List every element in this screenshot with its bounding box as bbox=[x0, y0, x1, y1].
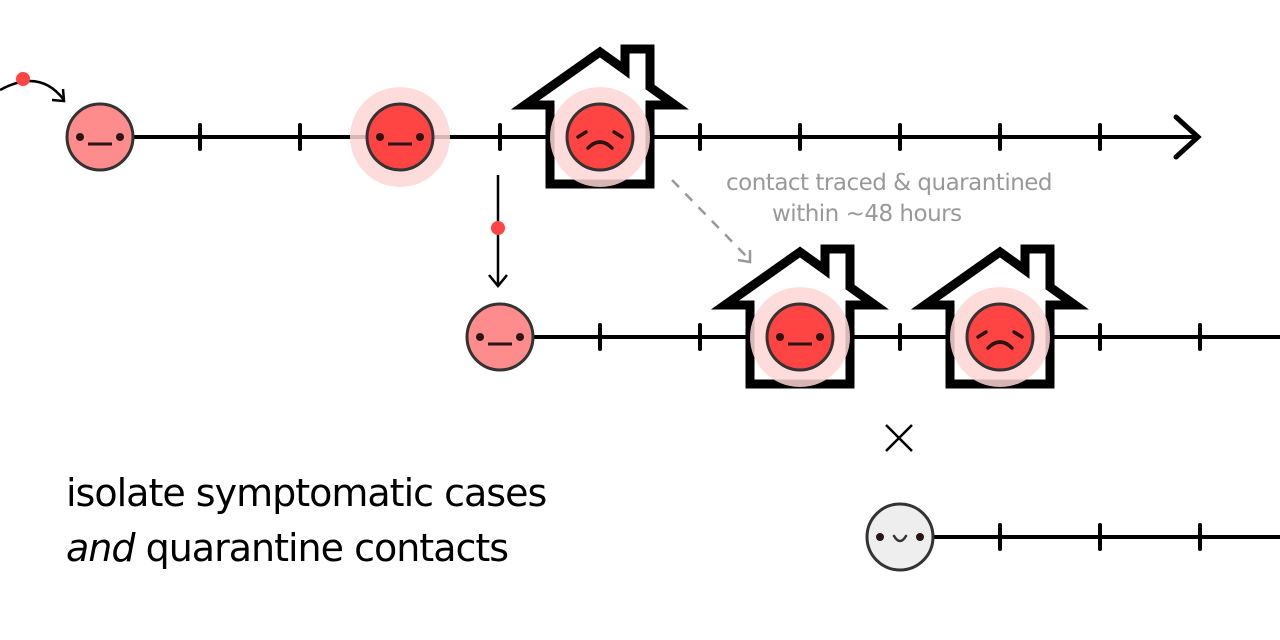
blocked-transmission-x-icon bbox=[885, 424, 913, 452]
face-right-eye bbox=[116, 133, 124, 141]
face-left-brow bbox=[576, 130, 588, 139]
annotation-arrowhead bbox=[737, 250, 752, 264]
face-left-eye bbox=[376, 133, 384, 141]
face-frown bbox=[586, 140, 614, 150]
face-exposed bbox=[465, 302, 535, 372]
face-right-eye bbox=[416, 133, 424, 141]
face-left-brow bbox=[976, 330, 988, 339]
caption: isolate symptomatic cases and quarantine… bbox=[66, 466, 547, 576]
face-infectious bbox=[765, 302, 835, 372]
face-circle bbox=[65, 102, 135, 172]
caption-emphasis: and bbox=[66, 526, 135, 570]
face-right-eye bbox=[916, 533, 924, 541]
face-circle bbox=[465, 302, 535, 372]
transmission-arrowhead bbox=[488, 274, 508, 288]
annotation-text: contact traced & quarantined within ~48 … bbox=[726, 168, 1053, 230]
face-left-eye bbox=[76, 133, 84, 141]
face-healthy bbox=[865, 502, 935, 572]
incoming-transmission-arc bbox=[0, 79, 65, 101]
face-symptomatic bbox=[965, 302, 1035, 372]
annotation-line-2: within ~48 hours bbox=[772, 201, 962, 227]
caption-line-1: isolate symptomatic cases bbox=[66, 471, 547, 515]
timeline-arrowhead bbox=[1173, 114, 1202, 160]
face-circle bbox=[865, 502, 935, 572]
caption-line-2: and quarantine contacts bbox=[66, 521, 546, 576]
face-circle bbox=[565, 102, 635, 172]
annotation-line-1: contact traced & quarantined bbox=[726, 170, 1053, 196]
face-circle bbox=[965, 302, 1035, 372]
face-smile bbox=[892, 534, 908, 543]
face-circle bbox=[365, 102, 435, 172]
caption-line-2-text: quarantine contacts bbox=[145, 526, 509, 570]
face-symptomatic bbox=[565, 102, 635, 172]
incoming-arrowhead bbox=[51, 88, 66, 103]
face-left-eye bbox=[876, 533, 884, 541]
face-left-eye bbox=[776, 333, 784, 341]
face-right-eye bbox=[516, 333, 524, 341]
face-infectious bbox=[365, 102, 435, 172]
transmission-dot bbox=[16, 72, 30, 86]
transmission-dot bbox=[491, 221, 505, 235]
face-right-eye bbox=[816, 333, 824, 341]
face-left-eye bbox=[476, 333, 484, 341]
face-right-brow bbox=[612, 130, 624, 139]
face-frown bbox=[986, 340, 1014, 350]
face-right-brow bbox=[1012, 330, 1024, 339]
face-exposed bbox=[65, 102, 135, 172]
face-circle bbox=[765, 302, 835, 372]
